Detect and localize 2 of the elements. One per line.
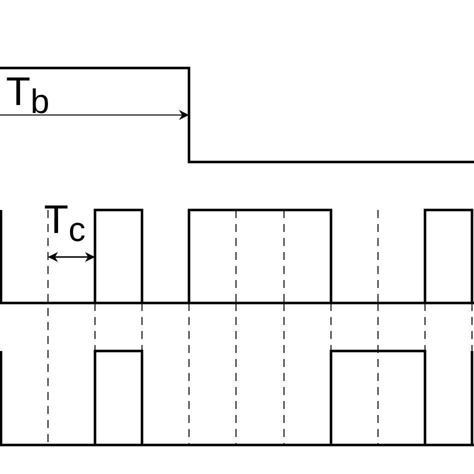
period-label: T$_{b}$ — [6, 72, 50, 119]
period-label: T$_{c}$ — [44, 200, 86, 247]
